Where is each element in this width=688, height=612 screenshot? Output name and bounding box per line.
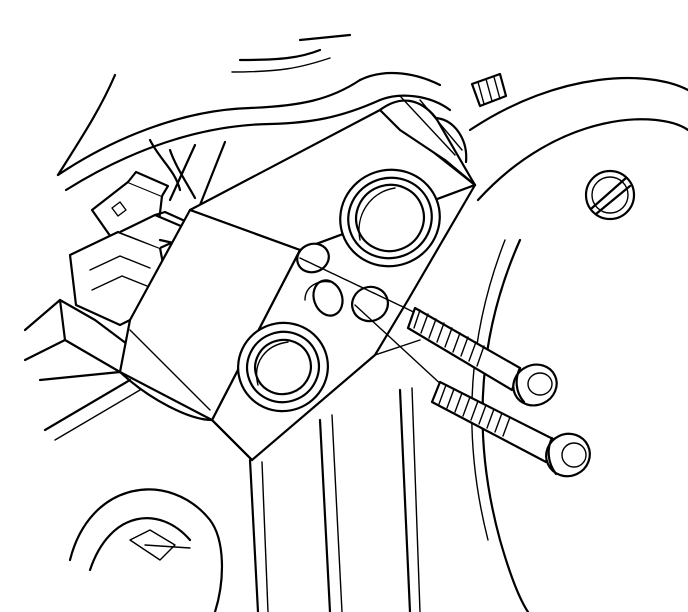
- bolt-lower: [430, 380, 591, 478]
- bottom-clamp: [68, 488, 223, 612]
- lower-port: [237, 321, 329, 413]
- bolt-upper: [406, 306, 558, 407]
- housing-screw-head: [584, 169, 636, 221]
- refrigerant-lines: [56, 33, 452, 192]
- alignment-pin: [470, 72, 508, 108]
- tube-vertical: [148, 138, 227, 207]
- alignment-guides: [299, 257, 446, 389]
- upper-port: [339, 168, 441, 268]
- lower-housing: [118, 370, 421, 612]
- housing-outer-arc: [468, 76, 688, 612]
